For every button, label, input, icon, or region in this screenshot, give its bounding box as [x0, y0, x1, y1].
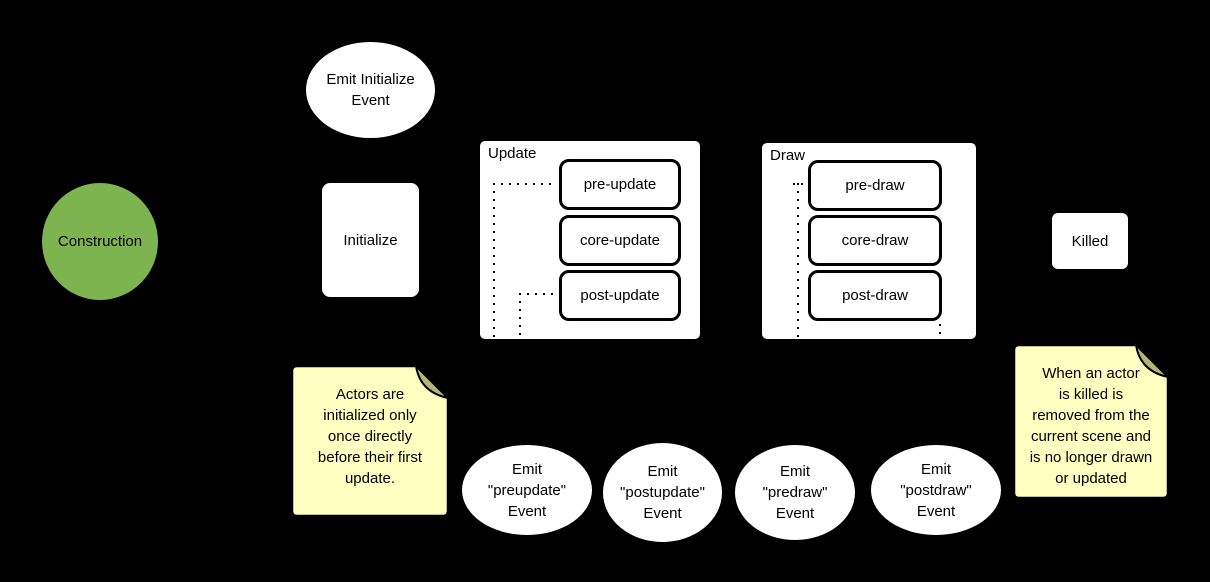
note-line: Actors are — [335, 386, 405, 403]
container-update: Update pre-update core-update post-updat… — [480, 141, 700, 339]
note-line: once directly — [327, 428, 413, 445]
dotted-connector-postdraw-v — [939, 324, 941, 339]
note-line: When an actor — [1042, 365, 1140, 382]
note-body — [290, 364, 450, 518]
step-post-draw-label: post-draw — [842, 287, 908, 304]
note-initialize-text: Actors are initialized only once directl… — [290, 364, 450, 489]
step-core-draw: core-draw — [808, 215, 942, 266]
node-emit-postdraw-event: Emit "postdraw" Event — [871, 445, 1001, 535]
emit-initialize-line2: Event — [351, 92, 390, 109]
note-line: is no longer drawn — [1029, 449, 1153, 466]
note-killed-text: When an actor is killed is removed from … — [1012, 343, 1170, 489]
note-line: or updated — [1055, 470, 1127, 487]
step-pre-update: pre-update — [559, 159, 681, 210]
container-draw-title: Draw — [770, 147, 806, 164]
note-line: current scene and — [1030, 428, 1152, 445]
step-post-update-label: post-update — [580, 287, 660, 304]
node-emit-postupdate-event: Emit "postupdate" Event — [603, 443, 722, 542]
emit-event-line: Event — [507, 502, 547, 520]
step-core-update-label: core-update — [579, 232, 661, 249]
note-line: removed from the — [1032, 407, 1150, 424]
node-initialize: Initialize — [322, 183, 419, 297]
node-emit-preupdate-event: Emit "preupdate" Event — [462, 445, 592, 535]
note-fold-icon — [1135, 344, 1169, 378]
step-post-update: post-update — [559, 270, 681, 321]
dotted-connector-predraw-h — [793, 183, 808, 185]
note-line: initialized only — [323, 407, 417, 424]
node-initialize-label: Initialize — [343, 231, 398, 249]
note-killed: When an actor is killed is removed from … — [1012, 343, 1170, 500]
container-update-title: Update — [488, 145, 537, 162]
node-killed-label: Killed — [1071, 232, 1109, 250]
note-line: update. — [344, 470, 396, 487]
step-pre-draw: pre-draw — [808, 160, 942, 211]
step-post-draw: post-draw — [808, 270, 942, 321]
emit-event-line: "predraw" — [762, 484, 828, 501]
note-shape-icon — [290, 364, 450, 518]
node-construction-label: Construction — [57, 233, 143, 250]
step-core-draw-label: core-draw — [841, 232, 909, 249]
step-core-update: core-update — [559, 215, 681, 266]
node-emit-initialize-event: Emit Initialize Event — [306, 42, 435, 138]
note-fold-icon — [415, 365, 449, 399]
emit-event-line: Emit — [647, 463, 678, 480]
note-line: is killed is — [1058, 386, 1124, 403]
emit-event-line: Emit — [512, 460, 542, 478]
emit-event-line: Event — [775, 505, 815, 522]
dotted-connector-preupdate-v — [493, 183, 495, 339]
emit-event-line: "preupdate" — [487, 481, 567, 499]
node-emit-predraw-event: Emit "predraw" Event — [735, 445, 855, 540]
note-initialize: Actors are initialized only once directl… — [290, 364, 450, 518]
step-pre-draw-label: pre-draw — [845, 177, 905, 194]
note-body — [1012, 343, 1170, 500]
emit-event-line: "postupdate" — [620, 484, 705, 501]
step-pre-update-label: pre-update — [583, 176, 657, 193]
container-draw: Draw pre-draw core-draw post-draw — [762, 143, 976, 339]
node-killed: Killed — [1052, 213, 1128, 269]
node-construction: Construction — [42, 183, 158, 300]
note-line: before their first — [317, 449, 423, 466]
emit-event-line: Emit — [780, 463, 810, 480]
emit-initialize-line1: Emit Initialize — [326, 71, 415, 88]
note-shape-icon — [1012, 343, 1170, 500]
dotted-connector-predraw-v — [797, 183, 799, 339]
emit-event-line: "postdraw" — [900, 481, 972, 499]
emit-event-line: Event — [643, 505, 682, 522]
dotted-connector-postupdate-v — [519, 293, 521, 339]
dotted-connector-postupdate-h — [519, 293, 557, 295]
dotted-connector-preupdate-h — [493, 183, 557, 185]
emit-event-line: Emit — [921, 460, 951, 478]
emit-event-line: Event — [916, 502, 956, 520]
